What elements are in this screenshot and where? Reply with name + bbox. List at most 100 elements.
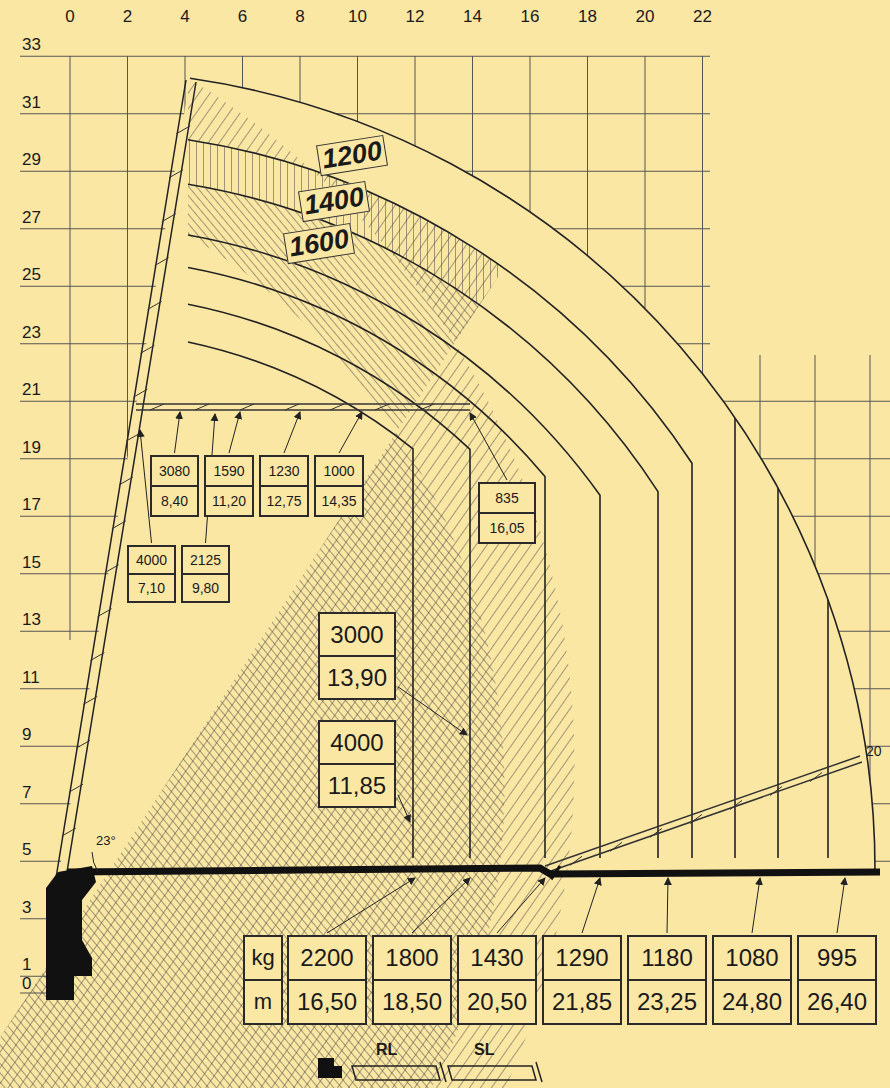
radius-m: 23,25 <box>629 979 705 1023</box>
jib-tick <box>148 301 162 309</box>
radius-m: 14,35 <box>316 485 362 515</box>
leader-line <box>582 878 600 933</box>
jib-tick <box>69 784 83 792</box>
radius-m: m <box>245 979 281 1023</box>
load-kg: 3000 <box>320 614 394 655</box>
axis-number: 19 <box>22 439 41 456</box>
leader-line <box>284 412 300 453</box>
radius-m: 13,90 <box>320 655 394 698</box>
load-kg: 2125 <box>183 547 228 573</box>
extension-tick <box>650 828 662 837</box>
axis-number: 11 <box>22 669 40 686</box>
load-box: 99526,40 <box>797 935 877 1025</box>
angle-label: 20 <box>866 744 882 758</box>
load-kg: 1180 <box>629 937 705 979</box>
radius-curve <box>188 235 600 858</box>
radius-m: 24,80 <box>714 979 790 1023</box>
fly-jib <box>136 409 470 411</box>
band-load: 1200 <box>316 135 388 176</box>
boom-knuckle <box>540 866 560 878</box>
fly-jib-tick <box>195 404 209 410</box>
section-label: SL <box>474 1042 494 1058</box>
axis-number: 22 <box>693 8 712 25</box>
load-kg: 4000 <box>320 722 394 763</box>
axis-number: 0 <box>65 8 74 25</box>
sl-section <box>448 1066 536 1080</box>
unit-box: kgm <box>243 935 283 1025</box>
radius-m: 8,40 <box>152 485 197 515</box>
load-kg: 1800 <box>374 937 450 979</box>
jib-tick <box>62 828 76 836</box>
jib-tick <box>126 433 140 441</box>
rl-section <box>352 1066 440 1080</box>
axis-number: 16 <box>521 8 540 25</box>
leader-line <box>497 878 545 933</box>
jib-tick <box>83 696 97 704</box>
radius-line <box>734 418 736 858</box>
radius-m: 7,10 <box>129 573 174 601</box>
band-load: 1400 <box>298 181 370 222</box>
extension-tick <box>730 800 742 809</box>
radius-m: 21,85 <box>544 979 620 1023</box>
load-kg: 1430 <box>459 937 535 979</box>
radius-curve <box>188 304 470 858</box>
axis-number: 27 <box>22 209 41 226</box>
axis-number: 31 <box>22 94 41 111</box>
load-kg: 1000 <box>316 457 362 485</box>
axis-number: 12 <box>406 8 425 25</box>
load-box: 118023,25 <box>627 935 707 1025</box>
leader-line <box>667 878 668 933</box>
load-box: 123012,75 <box>259 455 309 517</box>
radius-m: 11,85 <box>320 763 394 806</box>
fly-jib-tick <box>150 404 164 410</box>
load-box: 30808,40 <box>150 455 199 517</box>
leader-line <box>398 687 467 735</box>
axis-number: 21 <box>22 381 41 398</box>
axis-number: 29 <box>22 151 41 168</box>
axis-number: 13 <box>22 611 41 628</box>
envelope-curve <box>190 78 875 870</box>
fly-jib-tick <box>240 404 254 410</box>
radius-m: 12,75 <box>261 485 307 515</box>
radius-m: 11,20 <box>206 485 252 515</box>
extension-tick <box>770 786 782 795</box>
grid-line <box>20 56 710 57</box>
jib-tick <box>133 389 147 397</box>
axis-number: 6 <box>238 8 247 25</box>
jib-tick <box>90 653 104 661</box>
band-load: 1600 <box>283 223 355 264</box>
fly-jib-tick <box>330 404 344 410</box>
load-box: 220016,50 <box>287 935 367 1025</box>
axis-number: 10 <box>348 8 367 25</box>
section-joint <box>440 1062 446 1082</box>
load-box: 143020,50 <box>457 935 537 1025</box>
axis-number: 14 <box>463 8 482 25</box>
load-band-hatch <box>0 78 575 1088</box>
radius-m: 16,05 <box>480 512 534 542</box>
leader-line <box>175 412 181 453</box>
load-kg: 995 <box>799 937 875 979</box>
section-joint <box>536 1062 542 1082</box>
axis-number: 25 <box>22 266 41 283</box>
extension <box>545 756 860 866</box>
section-label: RL <box>376 1042 397 1058</box>
jib-tick <box>155 258 169 266</box>
jib-tick <box>176 126 190 134</box>
jib-tick <box>162 214 176 222</box>
extension-tick <box>570 856 582 865</box>
load-kg: kg <box>245 937 281 979</box>
load-box: 83516,05 <box>478 482 536 544</box>
axis-number: 17 <box>22 496 41 513</box>
radius-m: 26,40 <box>799 979 875 1023</box>
crane-column <box>46 866 96 1000</box>
extension-tick <box>810 773 822 782</box>
jib-tick <box>140 345 154 353</box>
truck-icon <box>318 1058 342 1078</box>
radius-curve <box>188 268 545 858</box>
angle-arc <box>92 852 98 872</box>
load-kg: 835 <box>480 484 534 512</box>
leader-line <box>752 878 760 933</box>
fly-jib-tick <box>285 404 299 410</box>
axis-number: 23 <box>22 324 41 341</box>
